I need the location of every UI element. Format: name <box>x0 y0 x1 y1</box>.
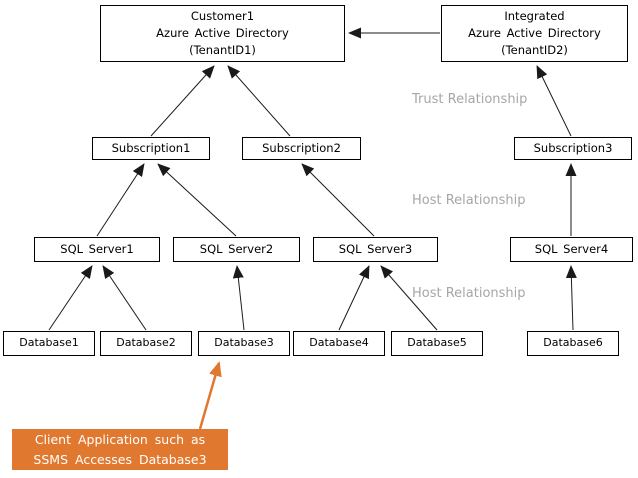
edge-database5-to-sqlserver3 <box>380 265 438 331</box>
edge-sqlserver3-to-subscription2 <box>301 163 375 237</box>
edge-database6-to-sqlserver4 <box>565 265 577 331</box>
node-database4: Database4 <box>293 331 385 356</box>
node-label: SQL Server4 <box>534 241 609 256</box>
node-label: (TenantID1) <box>189 43 256 58</box>
node-database5: Database5 <box>391 331 483 356</box>
node-database6: Database6 <box>527 331 619 356</box>
edge-database3-to-sqlserver2 <box>232 265 245 331</box>
node-sql-server4: SQL Server4 <box>510 237 633 262</box>
edge-database1-to-sqlserver1 <box>48 265 93 331</box>
node-label: Azure Active Directory <box>468 25 601 40</box>
edge-sqlserver1-to-subscription1 <box>96 163 145 237</box>
node-database1: Database1 <box>3 331 95 356</box>
node-label: Integrated <box>504 8 565 23</box>
label-trust-relationship: Trust Relationship <box>412 92 528 107</box>
label-host-relationship-upper: Host Relationship <box>412 193 526 208</box>
node-label: Database2 <box>116 336 176 350</box>
client-application-callout: Client Application such as SSMS Accesses… <box>12 429 228 470</box>
node-label: Database6 <box>543 336 603 350</box>
node-label: SQL Server1 <box>60 241 134 256</box>
node-label: (TenantID2) <box>501 43 568 58</box>
callout-line: SSMS Accesses Database3 <box>33 451 207 467</box>
edge-database4-to-sqlserver3 <box>338 265 370 331</box>
node-label: Database1 <box>19 336 79 350</box>
node-sql-server3: SQL Server3 <box>313 237 438 262</box>
edge-subscription1-to-customer-aad <box>150 65 215 137</box>
edge-database2-to-sqlserver1 <box>102 265 147 331</box>
node-database3: Database3 <box>198 331 290 356</box>
node-integrated-azure-ad: Integrated Azure Active Directory (Tenan… <box>441 5 628 62</box>
node-sql-server2: SQL Server2 <box>173 237 300 262</box>
node-label: Azure Active Directory <box>156 25 289 40</box>
node-label: Database4 <box>309 336 369 350</box>
edge-subscription3-to-integrated-aad <box>536 65 572 137</box>
node-sql-server1: SQL Server1 <box>34 237 160 262</box>
node-subscription1: Subscription1 <box>92 137 210 160</box>
edge-subscription2-to-customer-aad <box>227 65 291 137</box>
node-subscription3: Subscription3 <box>514 137 632 160</box>
node-label: Database5 <box>407 336 467 350</box>
node-label: SQL Server2 <box>199 241 274 256</box>
edge-client-app-to-database3 <box>198 361 222 430</box>
node-label: Customer1 <box>190 8 255 23</box>
node-customer1-azure-ad: Customer1 Azure Active Directory (Tenant… <box>100 5 345 62</box>
node-subscription2: Subscription2 <box>242 137 361 160</box>
callout-line: Client Application such as <box>34 432 206 448</box>
node-label: Subscription1 <box>111 140 191 155</box>
node-label: SQL Server3 <box>338 241 413 256</box>
node-database2: Database2 <box>100 331 192 356</box>
label-host-relationship-lower: Host Relationship <box>412 286 526 301</box>
node-label: Database3 <box>214 336 274 350</box>
node-label: Subscription3 <box>533 140 613 155</box>
edge-sqlserver2-to-subscription1 <box>157 163 237 237</box>
node-label: Subscription2 <box>262 140 341 155</box>
